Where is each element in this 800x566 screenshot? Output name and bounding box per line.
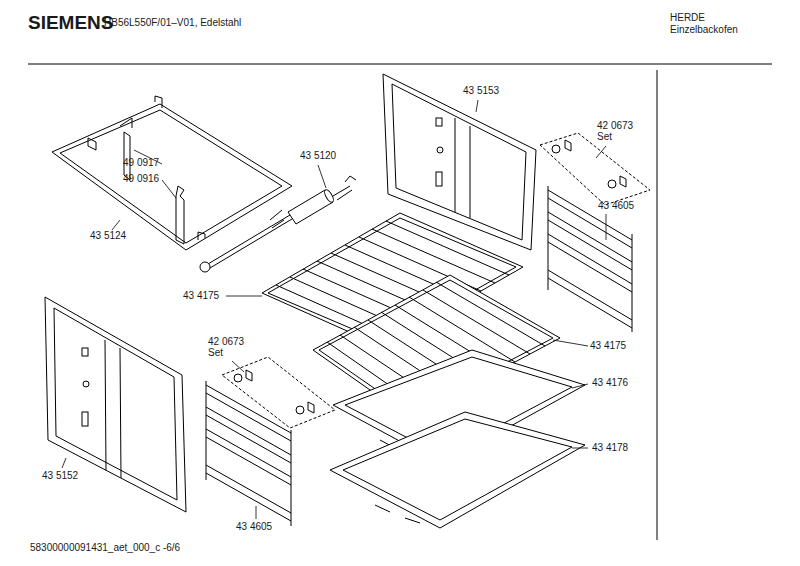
- leader-line: [553, 340, 588, 346]
- leader-line: [232, 361, 244, 372]
- part-number: 43 4176: [592, 377, 628, 389]
- leader-line: [606, 214, 607, 240]
- fixing-set: [246, 370, 252, 381]
- part-number: 49 0917: [123, 157, 159, 169]
- leader-line: [572, 384, 588, 388]
- heating-element: [52, 96, 292, 250]
- side-panel: [436, 172, 442, 186]
- part-number: 43 5153: [463, 85, 499, 97]
- frame-rule: [28, 64, 772, 65]
- part-number: 43 4178: [592, 442, 628, 454]
- baking-tray: [343, 419, 572, 520]
- baking-tray: [375, 505, 420, 523]
- part-number: 43 5124: [90, 230, 126, 242]
- brand-logo: SIEMENS: [28, 12, 114, 33]
- sensor-rod: [270, 210, 284, 228]
- fixing-set: [234, 374, 242, 382]
- leader-line: [62, 100, 606, 519]
- fixing-set: [540, 133, 650, 205]
- side-panel: [437, 147, 443, 153]
- leader-line: [256, 506, 257, 519]
- part-number: 42 0673: [597, 120, 633, 132]
- heating-element: [88, 138, 96, 150]
- category-text: HERDE: [670, 12, 705, 24]
- frame-rule: [28, 64, 772, 540]
- leader-line: [318, 165, 326, 188]
- sensor-rod: [210, 219, 292, 268]
- bracket-hook: [120, 118, 132, 128]
- part-number: 49 0916: [123, 173, 159, 185]
- set-note: Set: [208, 347, 223, 359]
- side-panel: [82, 348, 88, 356]
- leader-line: [112, 220, 120, 230]
- leader-line: [162, 180, 176, 198]
- leader-line: [476, 100, 478, 112]
- leader-line: [62, 458, 66, 468]
- side-panel: [105, 340, 121, 478]
- side-panel: [455, 118, 470, 218]
- part-number: 43 4175: [590, 340, 626, 352]
- fixing-set: [620, 176, 626, 187]
- part-number: 43 5120: [300, 150, 336, 162]
- side-panel: [436, 118, 442, 126]
- sensor-rod: [333, 176, 356, 200]
- part-number: 43 4605: [236, 521, 272, 533]
- sensor-rod: [208, 215, 290, 264]
- document-code: 58300000091431_aet_000_c -6/6: [30, 542, 180, 554]
- fixing-set: [296, 406, 304, 414]
- baking-tray: [330, 350, 585, 528]
- baking-tray: [330, 412, 585, 528]
- part-number: 42 0673: [208, 336, 244, 348]
- side-rack: [206, 385, 291, 521]
- heating-element: [60, 110, 282, 243]
- set-note: Set: [597, 131, 612, 143]
- model-number: HB56L550F/01–V01, Edelstahl: [104, 17, 241, 29]
- leader-line: [226, 296, 262, 297]
- sensor-rod: [200, 262, 210, 272]
- side-panel: [83, 381, 89, 387]
- fixing-set: [308, 402, 314, 413]
- heating-element: [155, 96, 162, 108]
- heating-element: [198, 232, 205, 240]
- heating-element: [52, 104, 292, 250]
- part-number: 43 5152: [42, 470, 78, 482]
- fixing-set: [565, 140, 571, 151]
- bracket-hook: [176, 186, 184, 244]
- part-number: 43 4605: [598, 200, 634, 212]
- fixing-set: [608, 180, 616, 188]
- fixing-set: [222, 357, 335, 428]
- bracket-hook: [124, 132, 130, 180]
- side-panel: [392, 84, 526, 240]
- bracket-hook: [120, 118, 184, 244]
- side-panel: [82, 412, 88, 426]
- leader-line: [572, 448, 588, 449]
- leader-line: [596, 146, 606, 158]
- category-text: Einzelbackofen: [670, 24, 738, 36]
- fixing-set: [552, 145, 560, 153]
- frame-rule: [657, 70, 658, 540]
- part-number: 43 4175: [183, 290, 219, 302]
- side-rack: [206, 381, 291, 526]
